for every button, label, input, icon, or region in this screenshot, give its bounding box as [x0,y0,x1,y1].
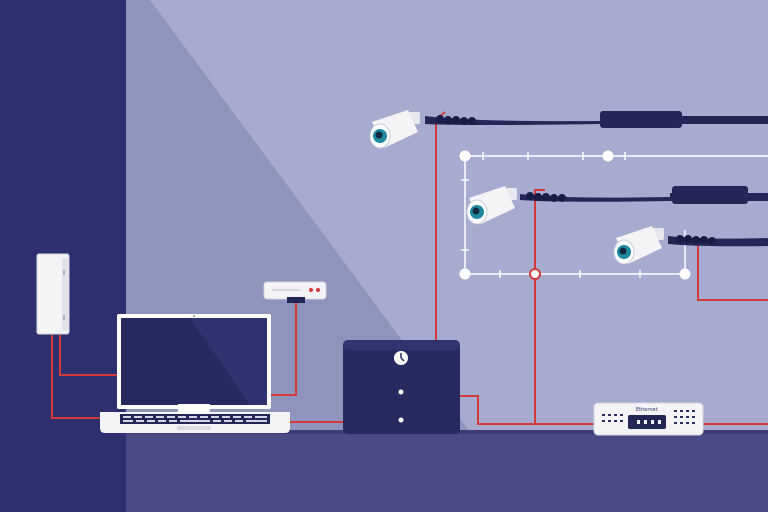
cable-coils [436,115,716,245]
security-camera-2 [466,186,517,225]
cable-junction [529,268,541,280]
laptop [100,314,290,433]
wall-access-point [36,253,70,335]
router-status-led-icon [309,288,313,292]
recorder-box [343,340,460,434]
network-switch: Ethernet [593,402,704,436]
conduit-grid [464,155,768,275]
status-dot-icon [398,389,404,395]
floor [126,432,768,512]
switch-label: Ethernet [636,407,658,413]
security-camera-3 [613,226,664,265]
navy-cables [425,111,768,247]
router [263,281,327,303]
conduit-nodes [459,150,691,280]
laptop-keyboard [120,414,270,424]
security-camera-1 [369,110,420,149]
